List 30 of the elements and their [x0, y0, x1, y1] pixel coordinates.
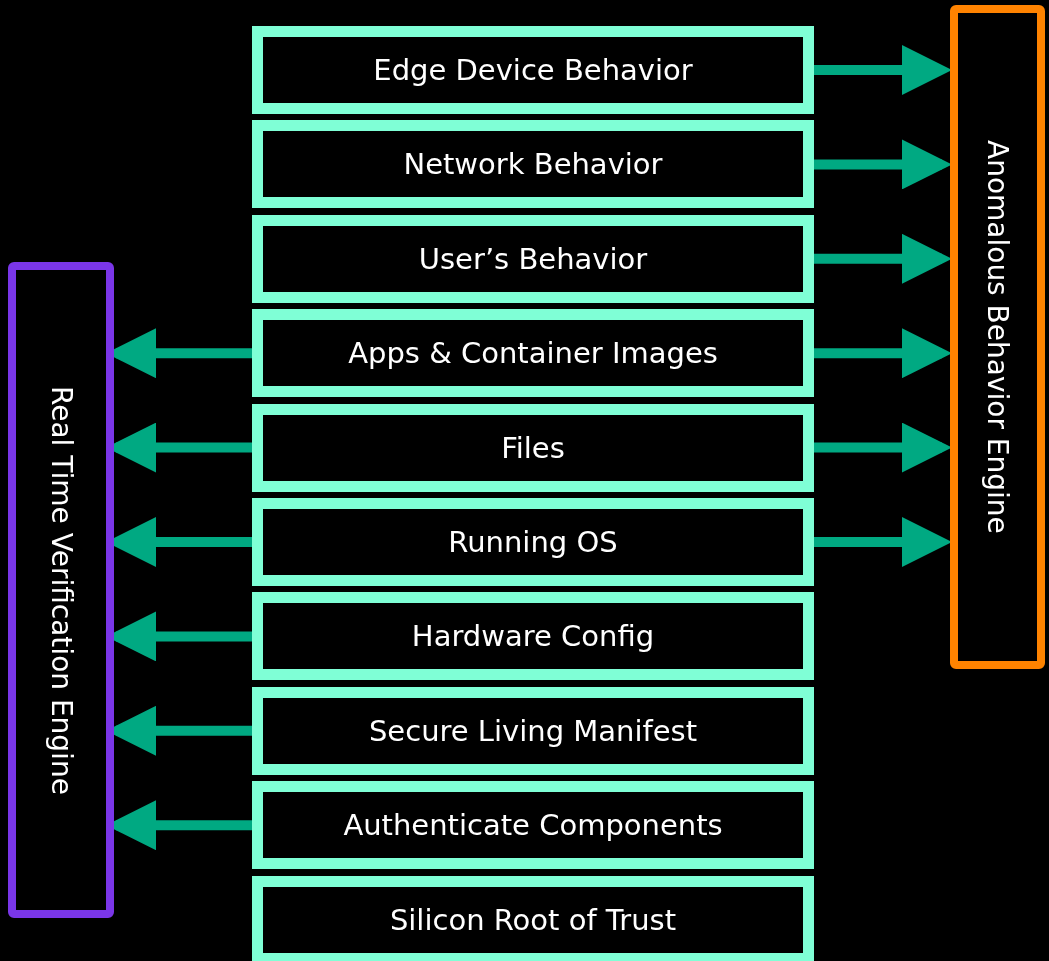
layer-box [252, 592, 814, 681]
arrow [814, 139, 952, 190]
layer-box [252, 214, 814, 303]
box-label: Anomalous Behavior Engine [981, 140, 1014, 534]
box-label: Running OS [448, 525, 618, 559]
layer-box [252, 403, 814, 492]
box-label: Secure Living Manifest [368, 713, 698, 748]
box-label: Files [501, 430, 565, 465]
layer-box [252, 686, 814, 775]
layer-box [252, 875, 814, 961]
box-label: Edge Device Behavior [373, 53, 693, 87]
box-label: Real Time Verification Engine [44, 385, 78, 795]
box-label: Authenticate Components [343, 808, 723, 843]
engine-box [8, 262, 114, 918]
box-label: Silicon Root of Trust [389, 902, 677, 937]
box-label: User’s Behavior [418, 241, 648, 276]
arrow [814, 328, 952, 379]
engine-box [950, 5, 1045, 669]
arrow [814, 517, 952, 567]
box-label: Network Behavior [403, 147, 663, 182]
layer-box [252, 498, 814, 586]
arrow [814, 45, 952, 95]
box-label: Apps & Container Images [348, 336, 718, 371]
box-label: Hardware Config [411, 619, 655, 654]
layer-box [252, 120, 814, 209]
layer-box [252, 781, 814, 870]
layer-box [252, 309, 814, 398]
arrow [814, 233, 952, 284]
layer-box [252, 26, 814, 114]
arrow [814, 422, 952, 473]
